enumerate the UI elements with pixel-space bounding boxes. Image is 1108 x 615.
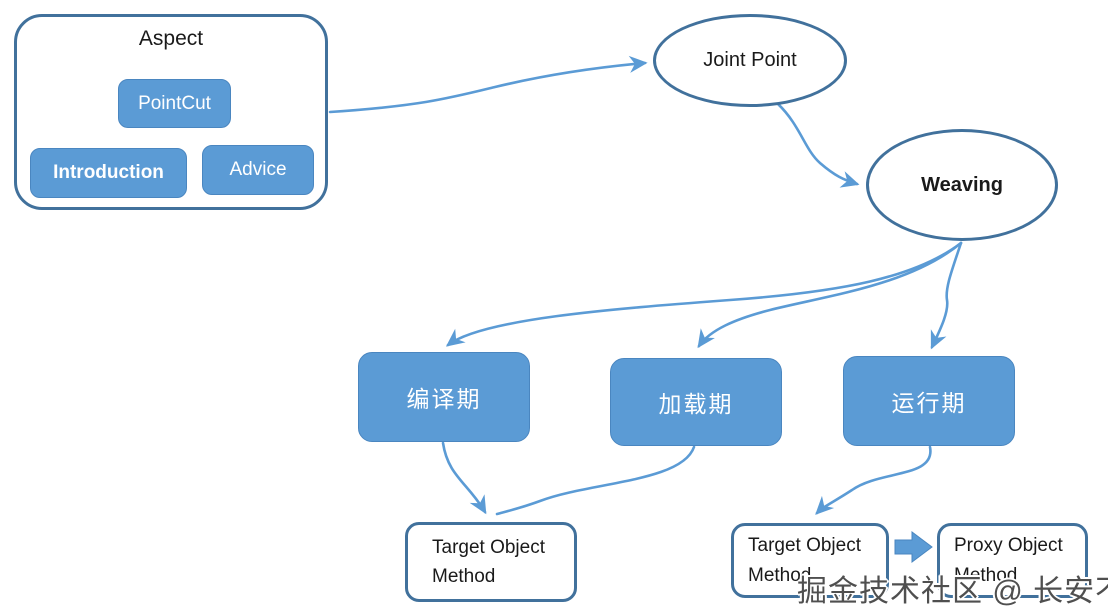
joint-point-node: Joint Point bbox=[653, 14, 847, 107]
target-object-method-node-right: Target Object Method bbox=[731, 523, 889, 598]
aspect-container: Aspect PointCut Introduction Advice bbox=[14, 14, 328, 210]
arrow-weaving-to-load-phase bbox=[697, 241, 963, 349]
run-phase-node: 运行期 bbox=[843, 356, 1015, 446]
proxy-object-method-node: Proxy Object Method bbox=[937, 523, 1088, 598]
watermark-text: 掘金技术社区 @ 长安不见 bbox=[797, 575, 1108, 608]
arrow-weaving-to-run-phase bbox=[930, 241, 963, 350]
arrow-run-to-target-method bbox=[815, 445, 932, 515]
arrow-joint-point-to-weaving bbox=[776, 102, 860, 188]
arrow-load-to-target-method bbox=[495, 445, 696, 516]
introduction-node: Introduction bbox=[30, 148, 187, 198]
aspect-title: Aspect bbox=[138, 27, 204, 50]
load-phase-node: 加载期 bbox=[610, 358, 782, 446]
target-object-method-node-left: Target Object Method bbox=[405, 522, 577, 602]
arrow-aspect-to-joint-point bbox=[328, 55, 648, 114]
compile-phase-node: 编译期 bbox=[358, 352, 530, 442]
weaving-node: Weaving bbox=[866, 129, 1058, 241]
arrow-compile-to-target-method bbox=[441, 441, 487, 515]
block-arrow-right-icon bbox=[894, 531, 933, 563]
pointcut-node: PointCut bbox=[118, 79, 231, 128]
advice-node: Advice bbox=[202, 145, 314, 195]
arrow-weaving-to-compile-phase bbox=[445, 241, 963, 347]
